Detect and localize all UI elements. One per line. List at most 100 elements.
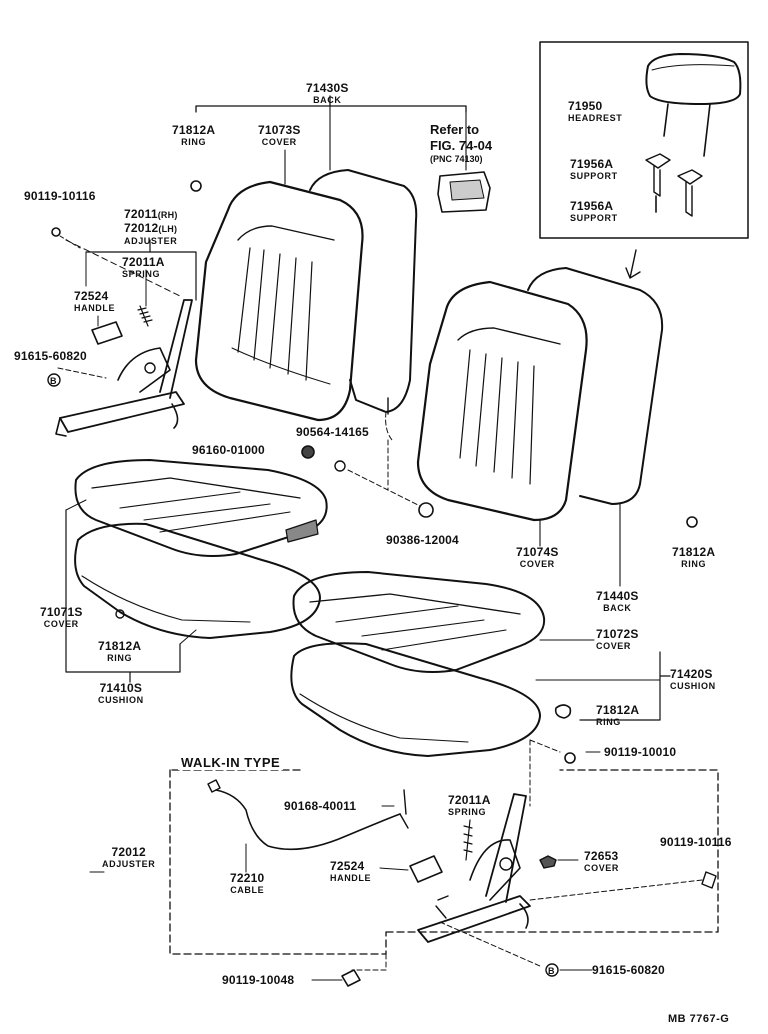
part-number: 71812A — [672, 545, 716, 559]
part-number: 90119-10048 — [222, 973, 295, 987]
part-number: 72210 — [230, 871, 265, 885]
support-icon — [645, 153, 703, 217]
label-72011-72012: 72011(RH) 72012(LH) ADJUSTER — [124, 207, 178, 247]
refer-line3: (PNC 74130) — [430, 154, 483, 164]
part-name: HANDLE — [330, 873, 372, 883]
label-71440S: 71440S BACK — [596, 589, 639, 614]
right-cushion-pad — [290, 642, 541, 757]
part-number: 72524 — [330, 859, 365, 873]
ring-cushion-icon — [554, 704, 572, 719]
label-71812A-top: 71812A RING — [172, 123, 216, 148]
part-number: 72011A — [448, 793, 491, 807]
part-number: 71420S — [670, 667, 713, 681]
refer-note: Refer to FIG. 74-04 (PNC 74130) — [430, 122, 492, 165]
part-number: 72011A — [122, 255, 165, 269]
part-name: ADJUSTER — [124, 236, 178, 246]
part-number: 96160-01000 — [192, 443, 265, 457]
part-name: RING — [681, 559, 707, 569]
part-name: BACK — [313, 95, 342, 105]
part-number: 72653 — [584, 849, 619, 863]
part-number: 72011 — [124, 207, 158, 221]
washer-left-icon — [47, 373, 61, 387]
part-number: 72012 — [111, 845, 146, 859]
label-72011A-left: 72011A SPRING — [122, 255, 165, 280]
spring-walkin-icon — [463, 819, 473, 861]
part-suffix: (LH) — [158, 224, 178, 234]
headrest-icon — [645, 53, 742, 157]
label-96160-01000: 96160-01000 — [192, 444, 265, 457]
bolt-bottom-icon — [341, 969, 361, 987]
diagram-code: MB 7767-G — [668, 1013, 730, 1025]
label-90386-12004: 90386-12004 — [386, 534, 459, 547]
label-90119-10048: 90119-10048 — [222, 974, 294, 987]
part-name: HANDLE — [74, 303, 116, 313]
badge-b-left: B — [50, 375, 57, 388]
part-name: SUPPORT — [570, 171, 618, 181]
part-number: 72524 — [74, 289, 109, 303]
refer-line1: Refer to — [430, 122, 480, 137]
part-name: BACK — [603, 603, 632, 613]
label-71420S: 71420S CUSHION — [670, 667, 716, 692]
part-name: COVER — [261, 137, 297, 147]
part-number: 71956A — [570, 157, 614, 171]
part-name: CUSHION — [98, 695, 144, 705]
label-71812A-cushion-left: 71812A RING — [98, 639, 142, 664]
part-number: 71950 — [568, 99, 603, 113]
part-number: 71072S — [596, 627, 639, 641]
label-71073S: 71073S COVER — [258, 123, 301, 148]
label-71071S: 71071S COVER — [40, 605, 83, 630]
ring-icon — [190, 180, 202, 192]
part-number: 90119-10010 — [604, 745, 677, 759]
walkin-box — [169, 769, 719, 955]
walkin-title: WALK-IN TYPE — [178, 755, 284, 770]
label-71956A-1: 71956A SUPPORT — [570, 157, 618, 182]
label-71072S: 71072S COVER — [596, 627, 639, 652]
part-number: 91615-60820 — [14, 349, 87, 363]
part-name: RING — [181, 137, 207, 147]
cap-icon — [301, 445, 315, 459]
handle-knob-left-icon — [91, 321, 123, 345]
part-name: COVER — [43, 619, 79, 629]
arrow-down-icon — [625, 249, 641, 279]
label-71074S: 71074S COVER — [516, 546, 559, 570]
part-number: 71410S — [99, 681, 143, 695]
part-name: COVER — [519, 559, 555, 569]
part-name: SPRING — [122, 269, 161, 279]
label-72011A-walkin: 72011A SPRING — [448, 793, 491, 818]
label-90168-40011: 90168-40011 — [284, 800, 356, 813]
left-seat-back-rear — [309, 169, 418, 413]
part-name: SPRING — [448, 807, 487, 817]
ring-right-icon — [686, 516, 698, 528]
spring-left-icon — [137, 305, 153, 327]
label-72524-walkin: 72524 HANDLE — [330, 859, 372, 884]
headrest-support-bracket-icon — [437, 171, 491, 213]
part-number: 71430S — [306, 81, 349, 95]
part-number: 71812A — [98, 639, 142, 653]
right-cushion-cover — [292, 571, 546, 673]
adjuster-rail-left-icon — [55, 299, 193, 437]
label-91615-60820-left: 91615-60820 — [14, 350, 87, 363]
part-number: 71812A — [172, 123, 216, 137]
bolt-walkin-icon — [701, 871, 717, 889]
part-number: 71073S — [258, 123, 301, 137]
part-number: 71071S — [40, 605, 83, 619]
part-number: 71440S — [596, 589, 639, 603]
label-90119-10116-left: 90119-10116 — [24, 190, 96, 203]
part-number: 90119-10116 — [660, 835, 732, 849]
left-seat-back-cover — [194, 180, 364, 422]
bolt-left-icon — [51, 227, 61, 237]
handle-knob-walkin-icon — [409, 855, 443, 883]
right-seat-back-rear — [527, 267, 664, 505]
part-name: COVER — [584, 863, 620, 873]
label-72012-walkin: 72012 ADJUSTER — [102, 845, 155, 870]
washer-walkin-icon — [545, 963, 559, 977]
part-name: CABLE — [230, 885, 265, 895]
label-90119-10010: 90119-10010 — [604, 746, 676, 759]
part-number: 90119-10116 — [24, 189, 96, 203]
badge-b-walkin: B — [548, 965, 555, 978]
part-number: 72012 — [124, 221, 159, 235]
label-72653: 72653 COVER — [584, 849, 620, 874]
nut-icon — [334, 460, 346, 472]
right-seat-back-cover — [416, 280, 588, 522]
